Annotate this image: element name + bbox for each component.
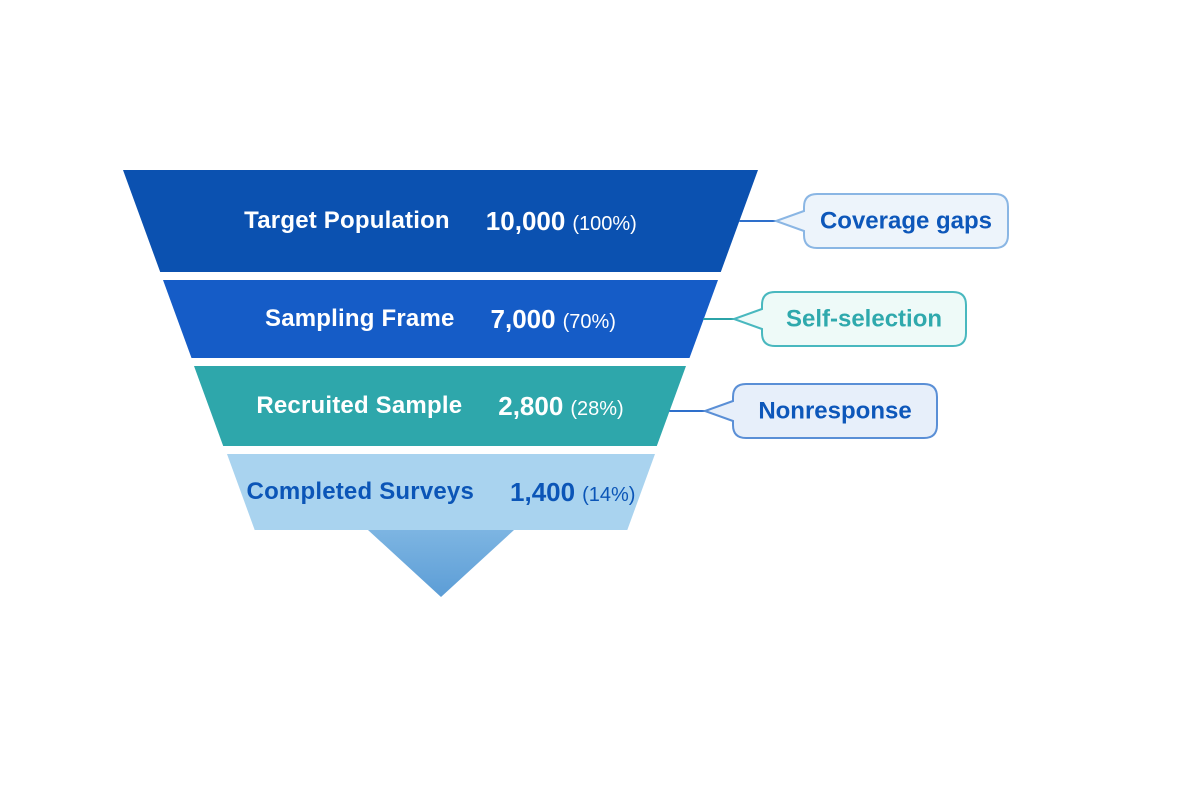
- stage-count: 7,000: [490, 303, 556, 334]
- stage-percent: (28%): [570, 397, 624, 420]
- stage-percent: (14%): [582, 483, 636, 506]
- callout-label: Coverage gaps: [820, 208, 992, 235]
- callout-connector-line: [669, 410, 708, 412]
- callout-label: Nonresponse: [758, 398, 911, 425]
- funnel-tip-triangle: [368, 530, 514, 597]
- callout-connector-line: [739, 220, 779, 222]
- stage-label: Sampling Frame: [265, 305, 455, 332]
- speech-bubble-icon: [773, 193, 1009, 249]
- stage-label: Completed Surveys: [246, 478, 475, 505]
- stage-value: 10,000 (100%): [486, 206, 637, 237]
- stage-value: 7,000 (70%): [491, 304, 616, 335]
- funnel-stage-completed-surveys: Completed Surveys 1,400 (14%): [227, 454, 655, 530]
- stage-label: Target Population: [244, 207, 450, 234]
- funnel-stage-target-population: Target Population 10,000 (100%): [123, 170, 758, 272]
- speech-bubble-icon: [702, 383, 938, 439]
- stage-label: Recruited Sample: [256, 392, 463, 419]
- stage-value: 2,800 (28%): [498, 391, 623, 422]
- stage-percent: (100%): [572, 212, 637, 235]
- funnel-stage-recruited-sample: Recruited Sample 2,800 (28%): [194, 366, 686, 446]
- stage-percent: (70%): [562, 310, 616, 333]
- callout-connector-line: [703, 318, 737, 320]
- stage-count: 2,800: [498, 390, 564, 421]
- callout-label: Self-selection: [786, 306, 942, 333]
- callout-self-selection: Self-selection: [731, 291, 967, 347]
- speech-bubble-icon: [731, 291, 967, 347]
- callout-coverage-gaps: Coverage gaps: [773, 193, 1009, 249]
- stage-count: 10,000: [485, 205, 566, 236]
- stage-value: 1,400 (14%): [510, 477, 635, 508]
- funnel-stage-sampling-frame: Sampling Frame 7,000 (70%): [163, 280, 718, 358]
- stage-count: 1,400: [510, 476, 576, 507]
- callout-nonresponse: Nonresponse: [702, 383, 938, 439]
